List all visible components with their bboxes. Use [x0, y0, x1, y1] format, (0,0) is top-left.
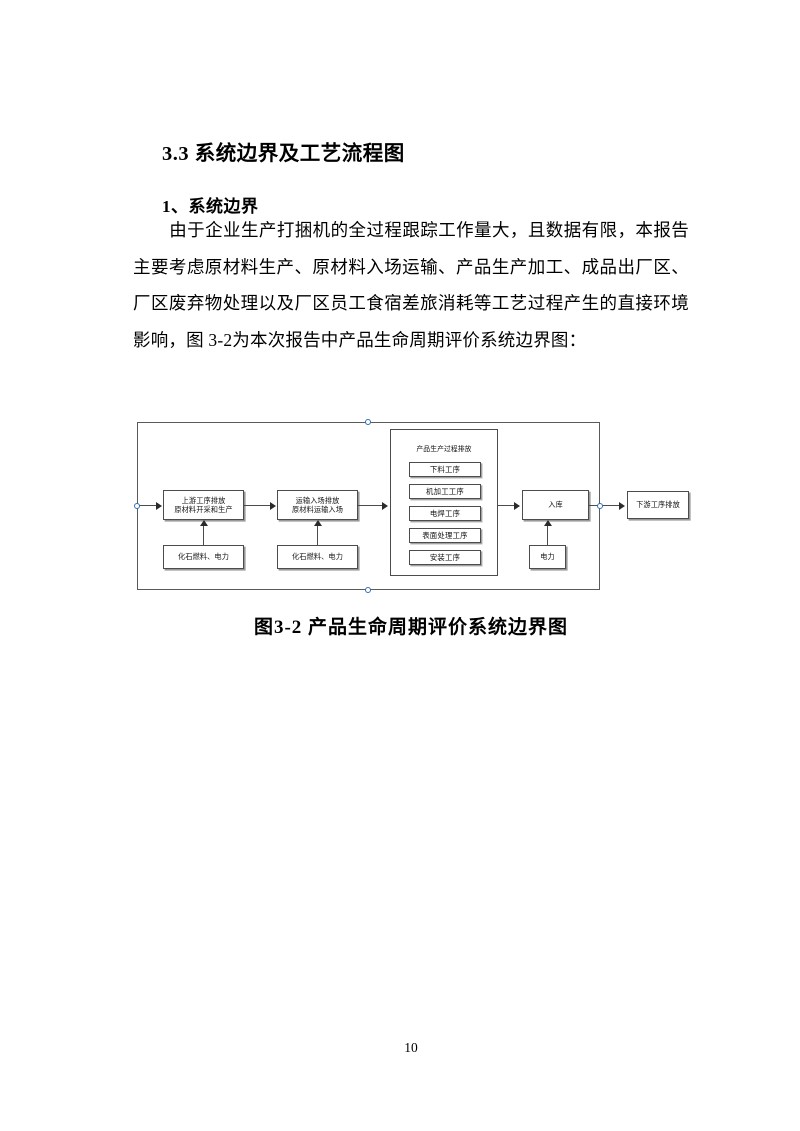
flow-line-electricity-to-warehouse [547, 526, 549, 546]
node-warehouse-label: 入库 [548, 500, 563, 510]
node-electricity-label: 电力 [540, 552, 555, 562]
node-step-machining: 机加工工序 [409, 484, 481, 499]
flow-arrow-production-to-warehouse [514, 502, 520, 510]
page-number: 10 [404, 1040, 418, 1055]
node-electricity: 电力 [529, 545, 566, 569]
flow-line-warehouse-to-downstream [589, 505, 620, 507]
paragraph-text: 由于企业生产打捆机的全过程跟踪工作量大，且数据有限，本报告主要考虑原材料生产、原… [133, 220, 689, 350]
body-paragraph: 由于企业生产打捆机的全过程跟踪工作量大，且数据有限，本报告主要考虑原材料生产、原… [133, 212, 689, 358]
boundary-connector-left [134, 503, 140, 509]
node-step-machining-label: 机加工工序 [426, 487, 464, 496]
node-production-container: 产品生产过程排放 下料工序 机加工工序 电焊工序 表面处理工序 安装工序 [390, 429, 498, 576]
node-fuel-transport-label: 化石燃料、电力 [291, 552, 343, 562]
node-step-assembly-label: 安装工序 [429, 553, 461, 562]
flow-arrow-fuel-to-transport [314, 520, 322, 526]
boundary-connector-top [365, 419, 371, 425]
node-downstream-label: 下游工序排放 [636, 500, 680, 510]
node-step-surface-treatment-label: 表面处理工序 [422, 531, 468, 540]
node-transport-line2: 原材料运输入场 [291, 505, 343, 514]
flow-line-upstream-to-transport [244, 505, 271, 507]
boundary-connector-right [597, 503, 603, 509]
subsection-heading: 1、系统边界 [162, 197, 259, 217]
flow-line-boundary-to-upstream [137, 505, 157, 507]
node-transport-line1: 运输入场排放 [295, 495, 340, 505]
system-boundary-diagram: 上游工序排放 原材料开采和生产 化石燃料、电力 运输入场排放 原材料运输入场 化… [133, 418, 689, 594]
node-upstream-line2: 原材料开采和生产 [174, 505, 233, 514]
flow-line-fuel-to-transport [317, 526, 319, 546]
node-step-assembly: 安装工序 [409, 550, 481, 565]
node-fuel-transport: 化石燃料、电力 [277, 545, 358, 569]
flow-line-transport-to-production [358, 505, 383, 507]
flow-arrow-transport-to-production [382, 502, 388, 510]
node-upstream-process: 上游工序排放 原材料开采和生产 [163, 490, 244, 520]
flow-arrow-fuel-to-upstream [200, 520, 208, 526]
page-title: 3.3 系统边界及工艺流程图 [162, 143, 405, 165]
node-step-cutting: 下料工序 [409, 462, 481, 477]
node-step-surface-treatment: 表面处理工序 [409, 528, 481, 543]
node-fuel-upstream: 化石燃料、电力 [163, 545, 244, 569]
flow-line-fuel-to-upstream [203, 526, 205, 546]
node-upstream-line1: 上游工序排放 [181, 495, 226, 505]
boundary-connector-bottom [365, 587, 371, 593]
flow-arrow-warehouse-to-downstream [619, 502, 625, 510]
figure-caption: 图3-2 产品生命周期评价系统边界图 [253, 617, 569, 638]
node-transport-entry: 运输入场排放 原材料运输入场 [277, 490, 358, 520]
flow-arrow-upstream-to-transport [270, 502, 276, 510]
flow-arrow-boundary-to-upstream [156, 502, 162, 510]
node-downstream-process: 下游工序排放 [627, 491, 689, 519]
node-production-title: 产品生产过程排放 [416, 446, 472, 453]
node-fuel-upstream-label: 化石燃料、电力 [177, 552, 229, 562]
node-step-cutting-label: 下料工序 [429, 465, 461, 474]
flow-line-production-to-warehouse [498, 505, 515, 507]
node-step-welding: 电焊工序 [409, 506, 481, 521]
node-step-welding-label: 电焊工序 [429, 509, 461, 518]
node-warehouse: 入库 [522, 490, 589, 520]
flow-arrow-electricity-to-warehouse [544, 520, 552, 526]
